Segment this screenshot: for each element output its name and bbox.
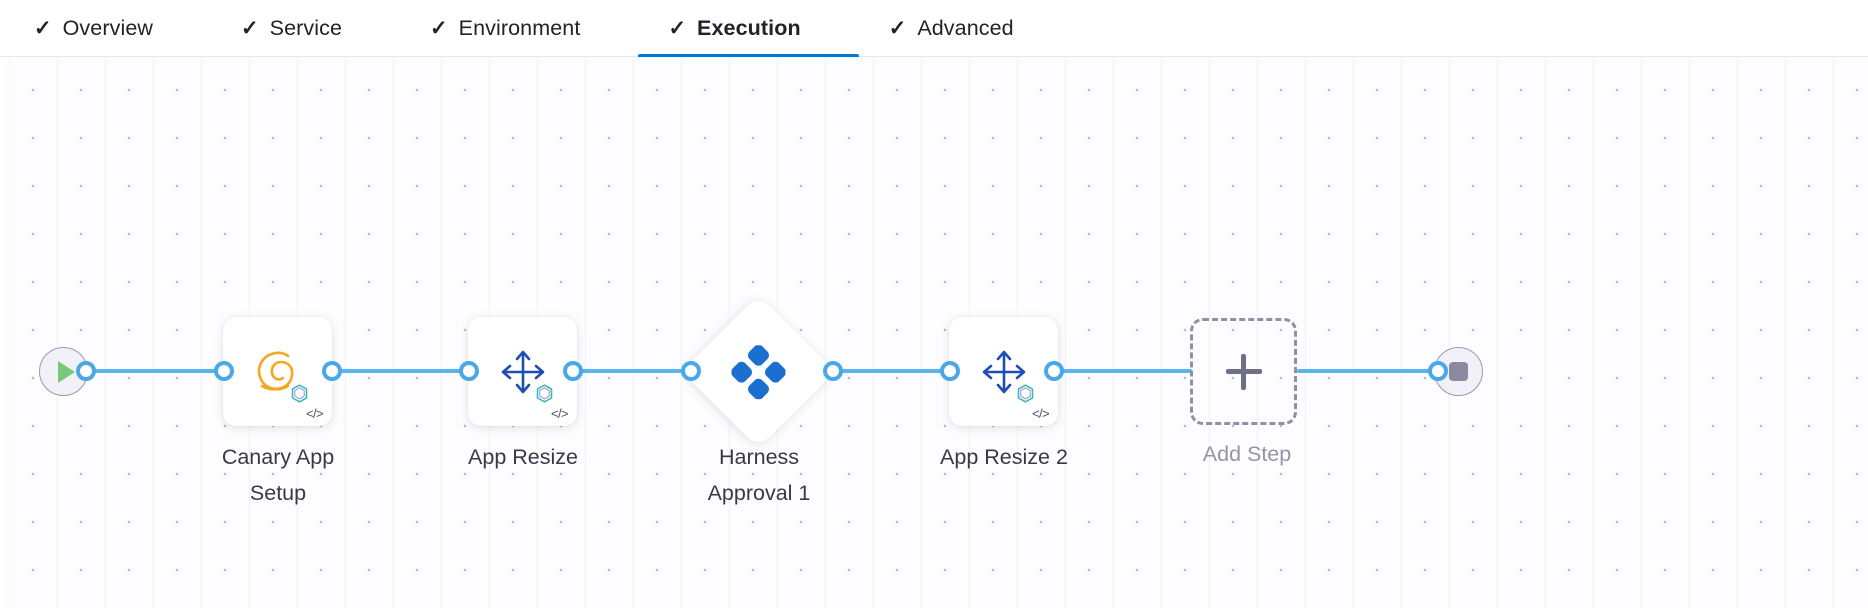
step-card[interactable]: </> [949, 317, 1058, 426]
connector-port[interactable] [1428, 361, 1448, 381]
plus-icon-vertical [1241, 353, 1246, 390]
step-label-line1: Canary App [221, 445, 335, 469]
tanzu-bird-icon [257, 351, 293, 391]
harness-logo-icon [731, 344, 786, 399]
check-icon: ✓ [888, 16, 907, 40]
step-card[interactable]: </> [468, 317, 577, 426]
connector-port[interactable] [214, 361, 234, 381]
connector-port[interactable] [1044, 361, 1064, 381]
tab-label: Advanced [917, 15, 1014, 40]
step-node-app-resize-2[interactable]: </> App Resize 2 [940, 317, 1068, 469]
step-label: Canary App Setup [173, 439, 383, 511]
code-badge-icon: </> [306, 406, 324, 421]
tab-advanced[interactable]: ✓ Advanced [889, 0, 1042, 57]
step-label: App Resize 2 [899, 439, 1109, 475]
connector-line [92, 369, 222, 373]
connector-line [1297, 369, 1433, 373]
hexagon-badge-icon [291, 383, 307, 403]
stop-icon [1449, 362, 1468, 381]
approval-diamond[interactable] [681, 294, 836, 449]
step-label-line1: Harness [718, 445, 800, 469]
play-icon [57, 360, 75, 383]
connector-line [839, 369, 943, 373]
tab-overview[interactable]: ✓ Overview [34, 0, 181, 57]
tab-label: Environment [458, 15, 581, 40]
step-label-line1: App Resize [468, 445, 578, 469]
tab-label: Overview [62, 15, 154, 40]
connector-line [338, 369, 464, 373]
step-icon-wrap [495, 346, 552, 403]
connector-port[interactable] [563, 361, 583, 381]
tab-service[interactable]: ✓ Service [241, 0, 370, 57]
add-step-label: Add Step [1202, 442, 1292, 466]
connector-port[interactable] [681, 361, 701, 381]
tab-execution[interactable]: ✓ Execution [638, 0, 860, 58]
execution-graph-canvas[interactable]: </> Canary App Setup [0, 57, 1868, 608]
connector-line [579, 369, 683, 373]
check-icon: ✓ [430, 16, 448, 40]
step-label: App Resize [418, 439, 628, 475]
step-label: Harness Approval 1 [654, 439, 864, 511]
code-badge-icon: </> [1032, 406, 1050, 421]
step-icon-wrap [976, 346, 1033, 403]
check-icon: ✓ [241, 16, 259, 40]
pipeline-studio-tabbar: ✓ Overview ✓ Service ✓ Environment ✓ Exe… [0, 0, 1868, 58]
step-node-harness-approval-1[interactable]: Harness Approval 1 [681, 294, 836, 505]
connector-port[interactable] [940, 361, 960, 381]
step-label-line2: Approval 1 [707, 481, 811, 505]
connector-port[interactable] [322, 361, 342, 381]
step-node-app-resize[interactable]: </> App Resize [468, 317, 578, 469]
check-icon: ✓ [668, 16, 687, 40]
resize-arrows-icon [501, 350, 544, 393]
connector-port[interactable] [459, 361, 479, 381]
code-badge-icon: </> [551, 406, 569, 421]
resize-arrows-icon [982, 350, 1025, 393]
hexagon-badge-icon [536, 383, 552, 403]
connector-line [1060, 369, 1192, 373]
connector-port[interactable] [76, 361, 96, 381]
step-label-line2: Setup [249, 481, 307, 505]
step-card[interactable]: </> [223, 317, 332, 426]
connector-port[interactable] [823, 361, 843, 381]
tab-label: Execution [697, 15, 801, 40]
step-label-line1: App Resize 2 [940, 445, 1068, 469]
add-step-button[interactable]: Add Step [1190, 318, 1297, 466]
hexagon-badge-icon [1017, 383, 1033, 403]
step-icon-wrap [250, 346, 307, 403]
tab-environment[interactable]: ✓ Environment [430, 0, 608, 57]
tab-label: Service [269, 15, 343, 40]
step-node-canary-app-setup[interactable]: </> Canary App Setup [222, 317, 334, 505]
check-icon: ✓ [34, 16, 52, 40]
